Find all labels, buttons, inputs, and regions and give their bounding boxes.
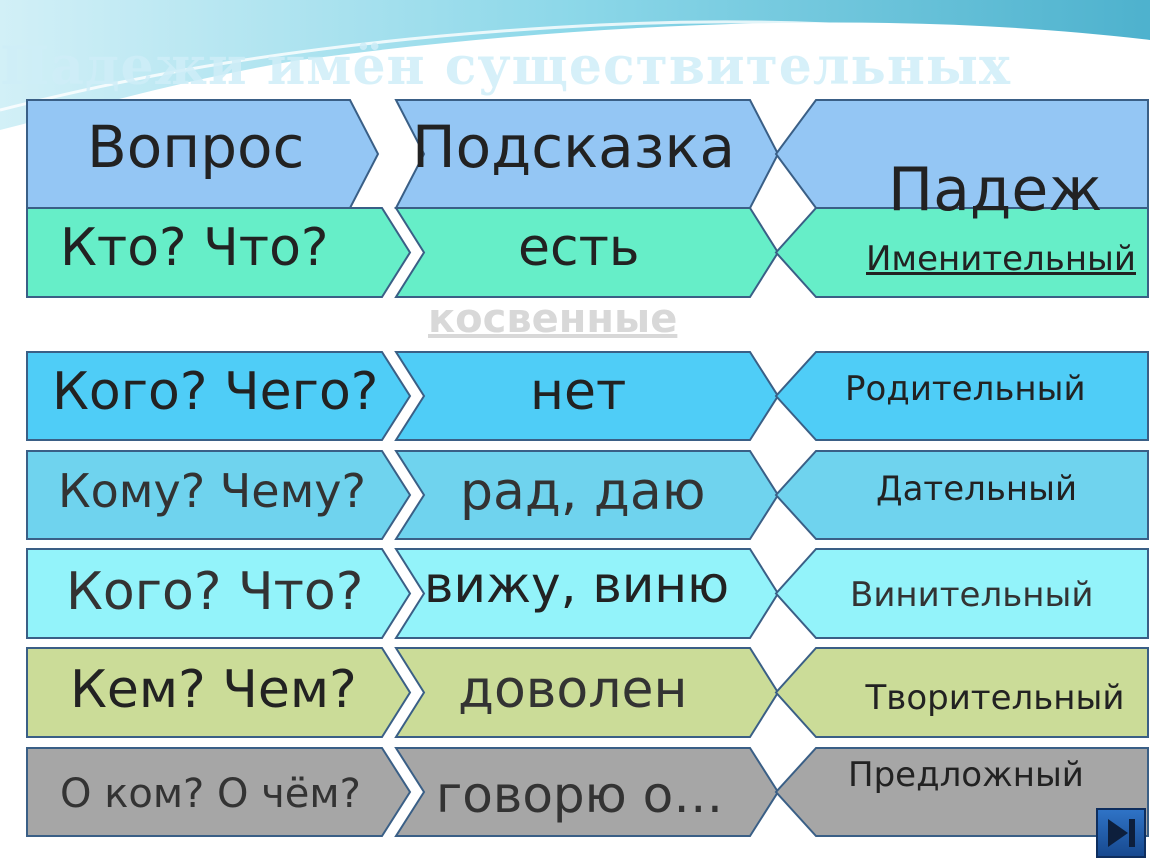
row-hint-shape — [394, 351, 780, 441]
row-hint: доволен — [458, 660, 688, 720]
row-hint-shape — [394, 647, 780, 738]
next-slide-button[interactable] — [1096, 808, 1146, 858]
row-question: Кого? Чего? — [52, 362, 379, 422]
row-case-shape — [774, 207, 1149, 298]
row-hint-shape — [394, 548, 780, 639]
row-hint: говорю о… — [436, 766, 724, 824]
row-case: Творительный — [865, 678, 1125, 718]
row-case: Родительный — [845, 369, 1086, 409]
header-hint: Подсказка — [412, 113, 736, 181]
row-question: Кому? Чему? — [58, 464, 366, 518]
row-hint-shape — [394, 747, 780, 837]
row-question-shape — [26, 450, 412, 540]
row-case-shape — [774, 548, 1149, 639]
row-question: Кого? Что? — [66, 562, 364, 622]
row-hint: есть — [518, 218, 640, 278]
row-case: Винительный — [850, 575, 1094, 615]
row-question: О ком? О чём? — [60, 771, 361, 817]
skip-forward-icon — [1108, 819, 1135, 847]
row-case: Предложный — [848, 755, 1084, 795]
indirect-cases-label: косвенные — [428, 296, 678, 342]
row-question: Кем? Чем? — [70, 660, 357, 720]
row-hint: рад, даю — [460, 462, 706, 522]
row-case: Именительный — [866, 239, 1136, 279]
slide-title: Падежи имён существительных — [0, 36, 1012, 97]
row-case-shape — [774, 450, 1149, 540]
row-question-shape — [26, 548, 412, 639]
row-case-shape — [774, 647, 1149, 738]
header-question: Вопрос — [87, 113, 305, 181]
row-case: Дательный — [876, 469, 1078, 509]
row-case-shape — [774, 351, 1149, 441]
row-question-shape — [26, 647, 412, 738]
row-hint: нет — [530, 362, 627, 422]
row-question-shape — [26, 351, 412, 441]
header-question-shape — [26, 99, 380, 209]
row-question-shape — [26, 207, 412, 298]
row-hint: вижу, виню — [424, 556, 730, 614]
row-question: Кто? Что? — [60, 218, 329, 278]
row-question-shape — [26, 747, 412, 837]
row-hint-shape — [394, 450, 780, 540]
row-hint-shape — [394, 207, 780, 298]
row-case-shape — [774, 747, 1149, 837]
header-case: Падеж — [888, 155, 1103, 225]
